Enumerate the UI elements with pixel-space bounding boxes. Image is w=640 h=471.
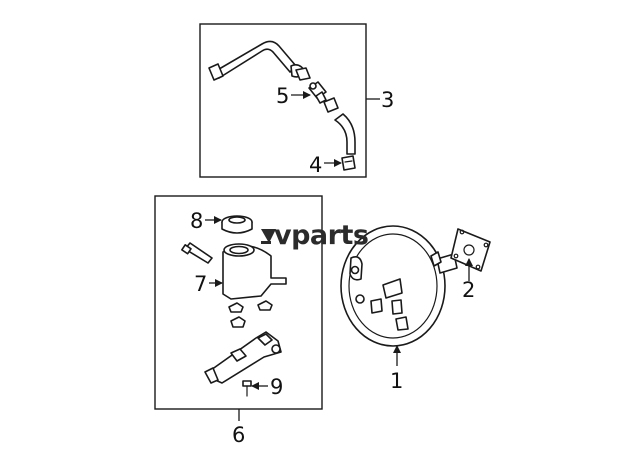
reservoir-tank xyxy=(222,243,287,300)
callout-7: 7 xyxy=(194,272,207,296)
brake-booster xyxy=(340,225,458,347)
watermark-text: vparts xyxy=(274,220,368,251)
check-valve xyxy=(308,81,327,104)
booster-gasket xyxy=(450,228,491,272)
callout-8: 8 xyxy=(190,209,203,233)
hose-clamp-lower xyxy=(341,155,356,171)
hose-clamp-upper xyxy=(295,67,311,81)
callout-5: 5 xyxy=(276,84,289,108)
callout-9: 9 xyxy=(270,375,283,399)
vparts-logo-icon xyxy=(261,229,276,244)
callout-2: 2 xyxy=(462,278,475,302)
callout-6: 6 xyxy=(232,423,245,447)
reservoir-grommet-right xyxy=(257,300,273,311)
master-cylinder-body xyxy=(204,331,282,384)
vacuum-hose-lower xyxy=(334,113,356,155)
hose-clamp-middle xyxy=(323,97,339,113)
reservoir-grommet-left xyxy=(228,302,244,313)
callout-1: 1 xyxy=(390,369,403,393)
sensor-connector xyxy=(181,242,213,264)
callout-4: 4 xyxy=(309,153,322,177)
reservoir-screw xyxy=(242,380,252,397)
callout-3: 3 xyxy=(381,88,394,112)
group-box-hose-assembly xyxy=(199,23,367,178)
vacuum-hose-upper xyxy=(208,40,306,81)
reservoir-cap xyxy=(221,215,253,234)
grommet-center xyxy=(230,316,246,328)
